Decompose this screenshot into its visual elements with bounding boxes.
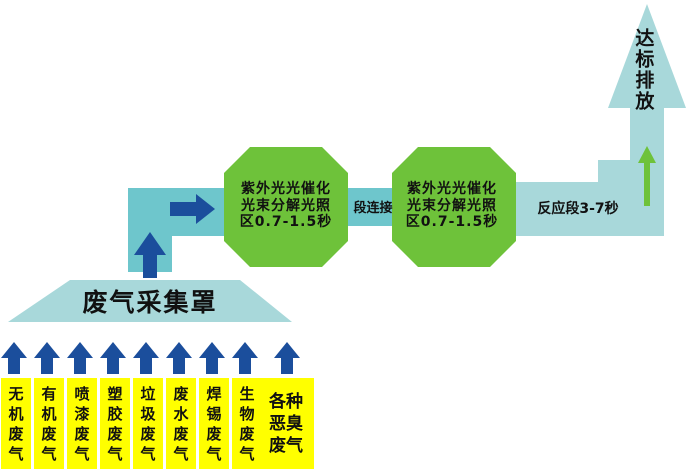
source-arrow-icon xyxy=(232,342,258,374)
source-box: 焊锡废气 xyxy=(199,378,229,469)
inlet-right-arrow-icon xyxy=(170,194,215,224)
outlet-duct xyxy=(500,4,686,236)
discharge-label: 达标排放 xyxy=(632,28,655,112)
source-box: 各种恶臭废气 xyxy=(258,378,314,469)
source-box: 塑胶废气 xyxy=(100,378,130,469)
source-arrow-icon xyxy=(274,342,300,374)
uv-unit-2-shape xyxy=(392,147,516,267)
collection-hood xyxy=(8,280,292,322)
source-arrow-icon xyxy=(34,342,60,374)
uv-unit-2-label: 紫外光光催化光束分解光照区0.7-1.5秒 xyxy=(405,180,499,231)
source-box: 有机废气 xyxy=(34,378,64,469)
source-arrow-icon xyxy=(100,342,126,374)
outlet-up-arrow-icon xyxy=(638,146,656,206)
inlet-up-arrow-icon xyxy=(134,232,166,278)
source-arrow-icon xyxy=(67,342,93,374)
source-arrows xyxy=(1,342,300,374)
connector-label: 段连接 xyxy=(353,201,393,217)
source-arrow-icon xyxy=(199,342,225,374)
source-arrow-icon xyxy=(166,342,192,374)
uv-unit-1-shape xyxy=(224,147,348,267)
source-box: 生物废气 xyxy=(232,378,262,469)
reaction-stage-label: 反应段3-7秒 xyxy=(537,200,619,217)
source-arrow-icon xyxy=(1,342,27,374)
source-box: 垃圾废气 xyxy=(133,378,163,469)
source-box: 喷漆废气 xyxy=(67,378,97,469)
source-box: 无机废气 xyxy=(1,378,31,469)
source-arrow-icon xyxy=(133,342,159,374)
collection-hood-label: 废气采集罩 xyxy=(82,288,218,317)
source-box: 废水废气 xyxy=(166,378,196,469)
uv-unit-1-label: 紫外光光催化光束分解光照区0.7-1.5秒 xyxy=(239,180,333,231)
